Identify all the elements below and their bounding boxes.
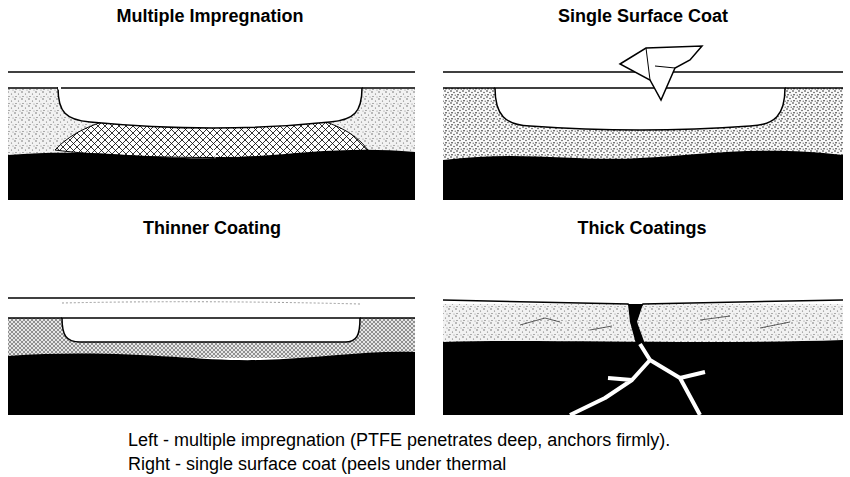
- panel-heading: Thick Coatings: [577, 218, 706, 240]
- single-surface-coat-panel: [443, 46, 843, 200]
- thinner-coating-panel: [8, 298, 415, 415]
- thick-coatings-panel: [443, 300, 843, 415]
- panel-heading: Multiple Impregnation: [117, 6, 304, 28]
- panel-heading: Thinner Coating: [143, 218, 281, 240]
- multiple-impregnation-panel: [8, 72, 415, 200]
- peeled-flake: [620, 46, 702, 100]
- panel-heading: Single Surface Coat: [558, 6, 728, 28]
- caption-line: Left - multiple impregnation (PTFE penet…: [128, 430, 670, 452]
- caption-line: Right - single surface coat (peels under…: [128, 454, 506, 476]
